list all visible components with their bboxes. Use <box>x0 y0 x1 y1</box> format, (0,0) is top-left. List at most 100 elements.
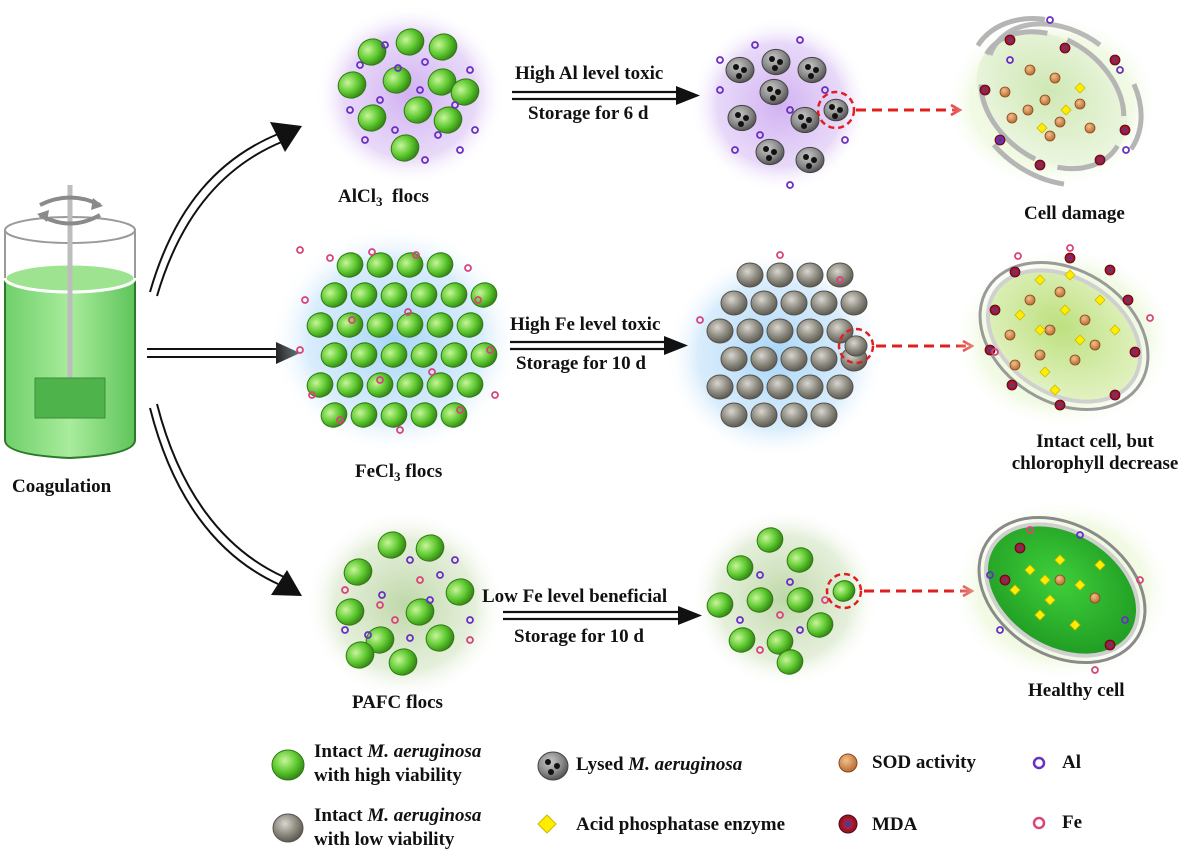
sod-particle <box>1035 350 1045 360</box>
sod-particle <box>1025 65 1035 75</box>
mda-particle <box>1105 640 1115 650</box>
mda-particle <box>980 85 990 95</box>
mda-particle <box>1015 543 1025 553</box>
lysed-cell <box>791 107 819 132</box>
gray-cell <box>781 347 807 371</box>
gray-cell <box>811 291 837 315</box>
mda-particle <box>1110 390 1120 400</box>
mda-particle <box>1130 347 1140 357</box>
sod-particle <box>1090 593 1100 603</box>
intact-cell-label: Intact cell, but chlorophyll decrease <box>990 431 1200 475</box>
lysed-cell <box>762 49 790 74</box>
mda-particle <box>1120 125 1130 135</box>
gray-cell <box>845 336 867 356</box>
sod-particle <box>1045 131 1055 141</box>
mda-particle <box>1110 55 1120 65</box>
sod-particle <box>1025 295 1035 305</box>
sod-particle <box>1090 340 1100 350</box>
mda-particle <box>1065 253 1075 263</box>
gray-cell <box>797 375 823 399</box>
legend-gray-cell-icon <box>273 814 303 842</box>
mda-particle <box>990 305 1000 315</box>
legend-lysed: Lysed M. aeruginosa <box>576 753 742 777</box>
fe-particle <box>297 247 303 253</box>
legend-sod: SOD activity <box>872 751 976 775</box>
gray-cell <box>737 319 763 343</box>
mda-particle <box>1035 160 1045 170</box>
sod-particle <box>1010 360 1020 370</box>
legend-mda-icon <box>839 815 857 833</box>
gray-cell <box>721 403 747 427</box>
coagulation-label: Coagulation <box>12 476 111 498</box>
gray-cell <box>781 291 807 315</box>
mda-particle <box>1000 575 1010 585</box>
branch-arrow-top <box>150 122 302 296</box>
sod-particle <box>1055 575 1065 585</box>
gray-cell <box>767 319 793 343</box>
top-condition-label: High Al level toxic <box>515 63 663 85</box>
legend-intact-high: Intact M. aeruginosa with high viability <box>314 740 481 788</box>
sod-particle <box>1007 113 1017 123</box>
lysed-cell <box>798 57 826 82</box>
pafc-flocs-label: PAFC flocs <box>352 692 443 714</box>
legend-acid-phosphatase-icon <box>538 815 556 833</box>
legend-al-icon <box>1034 758 1044 768</box>
sod-particle <box>1050 73 1060 83</box>
mda-particle <box>1007 380 1017 390</box>
gray-cell <box>721 347 747 371</box>
sod-particle <box>1005 330 1015 340</box>
lysed-cell <box>824 99 848 121</box>
gray-cell <box>811 347 837 371</box>
bottom-storage-label: Storage for 10 d <box>514 626 644 648</box>
lysed-cell <box>728 105 756 130</box>
storage-arrow-bottom <box>503 606 702 625</box>
sod-particle <box>1040 95 1050 105</box>
legend-mda: MDA <box>872 813 917 837</box>
legend-green-cell-icon <box>272 750 304 780</box>
sod-particle <box>1080 315 1090 325</box>
gray-cell <box>751 291 777 315</box>
gray-cell <box>707 319 733 343</box>
lysed-cell <box>760 79 788 104</box>
intact-cell-low-chlorophyll <box>952 232 1176 439</box>
mda-particle <box>1005 35 1015 45</box>
mda-particle <box>1123 295 1133 305</box>
intact-cell-line1: Intact cell, but <box>990 431 1200 453</box>
lysed-cell <box>796 147 824 172</box>
gray-cell <box>811 403 837 427</box>
gray-cell <box>841 291 867 315</box>
legend-acid-phosphatase: Acid phosphatase enzyme <box>576 813 785 837</box>
lysed-cell <box>756 139 784 164</box>
sod-particle <box>1023 105 1033 115</box>
legend-al: Al <box>1062 751 1081 775</box>
legend-fe-icon <box>1034 818 1044 828</box>
legend-sod-icon <box>839 754 857 772</box>
branch-arrow-bottom <box>150 404 302 596</box>
gray-cell <box>737 375 763 399</box>
mda-particle <box>1060 43 1070 53</box>
gray-cell <box>797 263 823 287</box>
lysed-cell <box>726 57 754 82</box>
gray-cell <box>751 347 777 371</box>
gray-cell <box>767 263 793 287</box>
sod-particle <box>1055 287 1065 297</box>
gray-cell <box>797 319 823 343</box>
fecl3-flocs-label: FeCl3 flocs <box>355 461 442 485</box>
mda-particle <box>1010 267 1020 277</box>
cell-damage-label: Cell damage <box>1024 203 1125 225</box>
sod-particle <box>1055 117 1065 127</box>
bottom-condition-label: Low Fe level beneficial <box>482 586 667 608</box>
middle-storage-label: Storage for 10 d <box>516 353 646 375</box>
legend-fe: Fe <box>1062 811 1082 835</box>
sod-particle <box>1070 355 1080 365</box>
middle-condition-label: High Fe level toxic <box>510 314 660 336</box>
sod-particle <box>1085 123 1095 133</box>
healthy-cell-label: Healthy cell <box>1028 680 1125 702</box>
gray-cell <box>781 403 807 427</box>
gray-cell <box>721 291 747 315</box>
coagulation-jar <box>5 185 135 458</box>
damaged-cell <box>934 0 1163 214</box>
legend-lysed-cell-icon <box>538 752 568 780</box>
gray-cell <box>707 375 733 399</box>
